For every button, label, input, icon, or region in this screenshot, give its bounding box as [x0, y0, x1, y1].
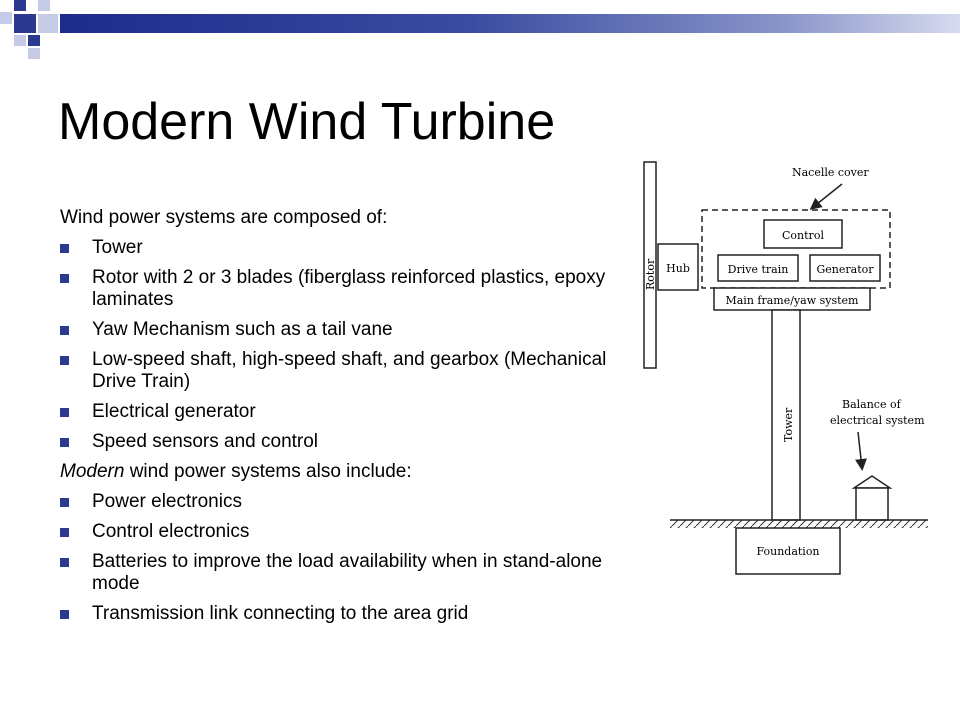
tower-label: Tower	[782, 407, 795, 442]
corner-square-4	[14, 14, 36, 33]
header-gradient-bar	[60, 14, 960, 33]
list-item: Control electronics	[60, 521, 620, 543]
nacelle-arrow	[809, 183, 843, 210]
components-list: Tower Rotor with 2 or 3 blades (fibergla…	[60, 237, 620, 453]
corner-square-6	[14, 35, 26, 46]
control-box	[763, 219, 843, 249]
list-item: Rotor with 2 or 3 blades (fiberglass rei…	[60, 267, 620, 311]
generator-label: Generator	[816, 263, 874, 276]
slide-title: Modern Wind Turbine	[58, 93, 556, 151]
list-item: Low-speed shaft, high-speed shaft, and g…	[60, 349, 620, 393]
list-item: Power electronics	[60, 491, 620, 513]
list-item: Electrical generator	[60, 401, 620, 423]
square-bullet-icon	[60, 558, 69, 567]
square-bullet-icon	[60, 244, 69, 253]
rotor-blade	[643, 161, 657, 369]
intro-text: Wind power systems are composed of:	[60, 207, 388, 228]
hub-label: Hub	[666, 262, 690, 275]
modern-intro-text: Modern wind power systems also include:	[60, 461, 412, 482]
shed-building	[855, 487, 889, 521]
corner-square-1	[14, 0, 26, 11]
modern-components-list: Power electronics Control electronics Ba…	[60, 491, 620, 625]
square-bullet-icon	[60, 610, 69, 619]
drive-train-label: Drive train	[728, 263, 789, 276]
balance-arrow	[855, 431, 867, 471]
list-item: Batteries to improve the load availabili…	[60, 551, 620, 595]
corner-square-2	[38, 0, 50, 11]
control-label: Control	[782, 229, 824, 242]
modern-emphasis: Modern	[60, 461, 125, 482]
corner-square-5	[38, 14, 58, 33]
square-bullet-icon	[60, 408, 69, 417]
tower	[771, 309, 801, 521]
shed-roof	[851, 475, 893, 489]
balance-label-line1: Balance of	[842, 398, 902, 411]
ground-hatching	[670, 520, 928, 528]
square-bullet-icon	[60, 356, 69, 365]
generator-box	[809, 254, 881, 282]
balance-label-line2: electrical system	[830, 414, 925, 427]
square-bullet-icon	[60, 274, 69, 283]
list-item: Transmission link connecting to the area…	[60, 603, 620, 625]
main-frame-label: Main frame/yaw system	[725, 294, 859, 307]
hub-box	[657, 243, 699, 291]
nacelle-cover-label: Nacelle cover	[792, 166, 869, 179]
corner-square-7	[28, 35, 40, 46]
rotor-label: Rotor	[644, 258, 657, 290]
drive-train-box	[717, 254, 799, 282]
turbine-schematic: Rotor Hub Nacelle cover Control Drive tr…	[643, 161, 928, 575]
slide-content: Wind power systems are composed of: Towe…	[60, 207, 620, 633]
list-item: Speed sensors and control	[60, 431, 620, 453]
corner-square-8	[28, 48, 40, 59]
list-item: Yaw Mechanism such as a tail vane	[60, 319, 620, 341]
wind-turbine-diagram: Rotor Hub Nacelle cover Control Drive tr…	[632, 150, 932, 590]
foundation-label: Foundation	[756, 545, 819, 558]
corner-square-3	[0, 12, 12, 24]
square-bullet-icon	[60, 498, 69, 507]
square-bullet-icon	[60, 438, 69, 447]
square-bullet-icon	[60, 528, 69, 537]
square-bullet-icon	[60, 326, 69, 335]
list-item: Tower	[60, 237, 620, 259]
foundation-box	[735, 527, 841, 575]
